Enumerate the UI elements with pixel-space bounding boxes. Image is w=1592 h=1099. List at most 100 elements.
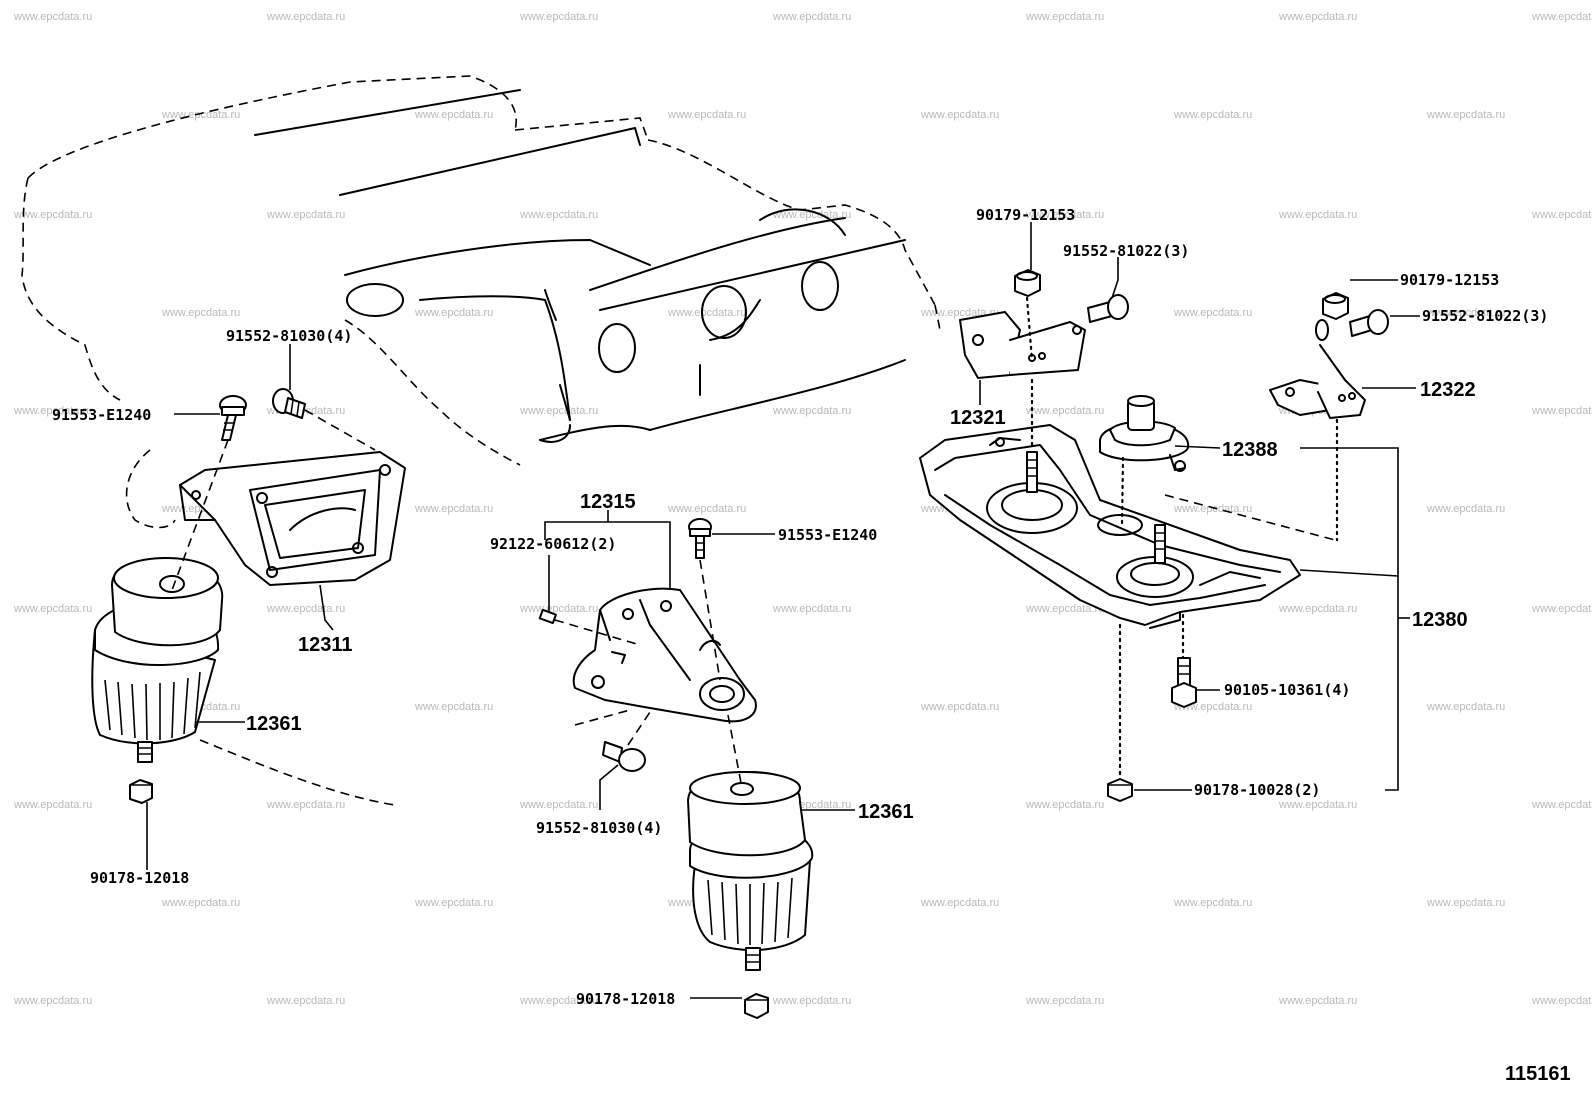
label-12311: 12311 <box>298 634 353 656</box>
watermark-text: www.epcdata.ru <box>519 995 598 1007</box>
watermark-text: www.epcdata.ru <box>519 209 598 221</box>
watermark-text: www.epcdata.ru <box>1173 897 1252 909</box>
label-91552-81022-a: 91552-81022(3) <box>1063 242 1189 260</box>
label-90178-12018-b: 90178-12018 <box>576 990 675 1008</box>
watermark-text: www.epcdata.ru <box>1426 109 1505 121</box>
watermark-text: www.epcdata.ru <box>920 897 999 909</box>
watermark-text: www.epcdata.ru <box>667 109 746 121</box>
watermark-text: www.epcdata.ru <box>519 11 598 23</box>
watermark-text: www.epcdata.ru <box>1173 503 1252 515</box>
label-91552-81030-a: 91552-81030(4) <box>226 327 352 345</box>
stud-crossmember-front <box>1026 451 1038 493</box>
watermark-text: www.epcdata.ru <box>161 897 240 909</box>
watermark-text: www.epcdata.ru <box>13 209 92 221</box>
watermark-text: www.epcdata.ru <box>1426 897 1505 909</box>
watermark-text: www.epcdata.ru <box>266 995 345 1007</box>
watermark-text: www.epcdata.ru <box>13 603 92 615</box>
stud-crossmember-rear <box>1154 524 1166 564</box>
watermark-text: www.epcdata.ru <box>414 307 493 319</box>
watermark-text: www.epcdata.ru <box>772 11 851 23</box>
watermark-text: www.epcdata.ru <box>1173 307 1252 319</box>
bolt-91552-81022-b <box>1349 309 1389 337</box>
label-91552-81030-b: 91552-81030(4) <box>536 819 662 837</box>
watermark-text: www.epcdata.ru <box>772 209 851 221</box>
label-12380: 12380 <box>1412 609 1468 631</box>
label-12321: 12321 <box>950 407 1006 429</box>
watermark-text: www.epcdata.ru <box>667 307 746 319</box>
bolt-90105-10361 <box>1171 657 1197 708</box>
watermark-text: www.epcdata.ru <box>414 897 493 909</box>
stopper-12388 <box>1099 395 1190 472</box>
watermark-text: www.epcdata.ru <box>1025 995 1104 1007</box>
watermark-text: www.epcdata.ru <box>1025 405 1104 417</box>
assembly-lines <box>171 296 1339 789</box>
label-12322: 12322 <box>1420 379 1476 401</box>
mount-insulator-left <box>91 557 224 763</box>
bolt-91552-81030-left <box>272 388 306 419</box>
figure-number: 115161 <box>1505 1063 1571 1085</box>
frame-crossmember-rear <box>919 424 1301 629</box>
watermark-text: www.epcdata.ru <box>1025 603 1104 615</box>
watermark-text: www.epcdata.ru <box>1426 503 1505 515</box>
engine-outline <box>21 75 941 806</box>
watermark-text: www.epcdata.ru <box>772 995 851 1007</box>
watermark-text: www.epcdata.ru <box>266 11 345 23</box>
watermark-text: www.epcdata.ru <box>13 11 92 23</box>
watermark-text: www.epcdata.ru <box>920 109 999 121</box>
label-91553-e1240-a: 91553-E1240 <box>52 406 151 424</box>
watermark-text: www.epcdata.ru <box>1426 701 1505 713</box>
label-90178-12018-a: 90178-12018 <box>90 869 189 887</box>
watermark-text: www.epcdata.ru <box>1531 995 1592 1007</box>
watermark-text: www.epcdata.ru <box>13 799 92 811</box>
watermark-text: www.epcdata.ru <box>1531 799 1592 811</box>
label-90105-10361: 90105-10361(4) <box>1224 681 1350 699</box>
label-12315: 12315 <box>580 491 636 513</box>
watermark-text: www.epcdata.ru <box>1531 405 1592 417</box>
engine-mounting-bracket-center <box>572 587 757 723</box>
bolt-91553-e1240-left <box>219 395 247 441</box>
watermark-text: www.epcdata.ru <box>13 995 92 1007</box>
bolt-91553-e1240-center <box>688 518 712 559</box>
watermark-text: www.epcdata.ru <box>1025 11 1104 23</box>
nut-90178-12018-center <box>744 993 769 1019</box>
watermark-text: www.epcdata.ru <box>1025 209 1104 221</box>
nut-90178-10028 <box>1107 778 1133 802</box>
callout-labels: 90179-12153 91552-81022(3) 90179-12153 9… <box>52 206 1548 1008</box>
watermark-text: www.epcdata.ru <box>772 603 851 615</box>
watermark-text: www.epcdata.ru <box>519 405 598 417</box>
watermark-text: www.epcdata.ru <box>519 799 598 811</box>
label-12361-b: 12361 <box>858 801 914 823</box>
leader-lines <box>146 222 1420 999</box>
stud-92122-60612 <box>538 608 557 625</box>
watermark-text: www.epcdata.ru <box>1531 11 1592 23</box>
watermark-text: www.epcdata.ru <box>772 405 851 417</box>
watermark-text: www.epcdata.ru <box>414 109 493 121</box>
watermark-text: www.epcdata.ru <box>920 701 999 713</box>
bracket-12322 <box>1269 319 1366 419</box>
watermark-text: www.epcdata.ru <box>1531 209 1592 221</box>
watermark-text: www.epcdata.ru <box>414 503 493 515</box>
bolt-91552-81030-center <box>602 741 646 772</box>
label-12388: 12388 <box>1222 439 1278 461</box>
watermark-text: www.epcdata.ru <box>519 603 598 615</box>
watermark-text: www.epcdata.ru <box>161 307 240 319</box>
label-90179-12153-a: 90179-12153 <box>976 206 1075 224</box>
watermark-text: www.epcdata.ru <box>1025 799 1104 811</box>
watermark-text: www.epcdata.ru <box>1173 109 1252 121</box>
watermark-text: www.epcdata.ru <box>13 405 92 417</box>
watermark-text: www.epcdata.ru <box>161 109 240 121</box>
bracket-12321 <box>959 311 1086 379</box>
label-91553-e1240-b: 91553-E1240 <box>778 526 877 544</box>
watermark-text: www.epcdata.ru <box>1531 603 1592 615</box>
nut-90179-12153-a <box>1014 269 1041 297</box>
label-90178-10028: 90178-10028(2) <box>1194 781 1320 799</box>
label-91552-81022-b: 91552-81022(3) <box>1422 307 1548 325</box>
watermark-text: www.epcdata.ru <box>266 799 345 811</box>
watermark-text: www.epcdata.ru <box>414 701 493 713</box>
watermark-text: www.epcdata.ru <box>266 209 345 221</box>
label-12361-a: 12361 <box>246 713 302 735</box>
nut-90178-12018-left <box>129 779 153 804</box>
watermark-text: www.epcdata.ru <box>1278 209 1357 221</box>
